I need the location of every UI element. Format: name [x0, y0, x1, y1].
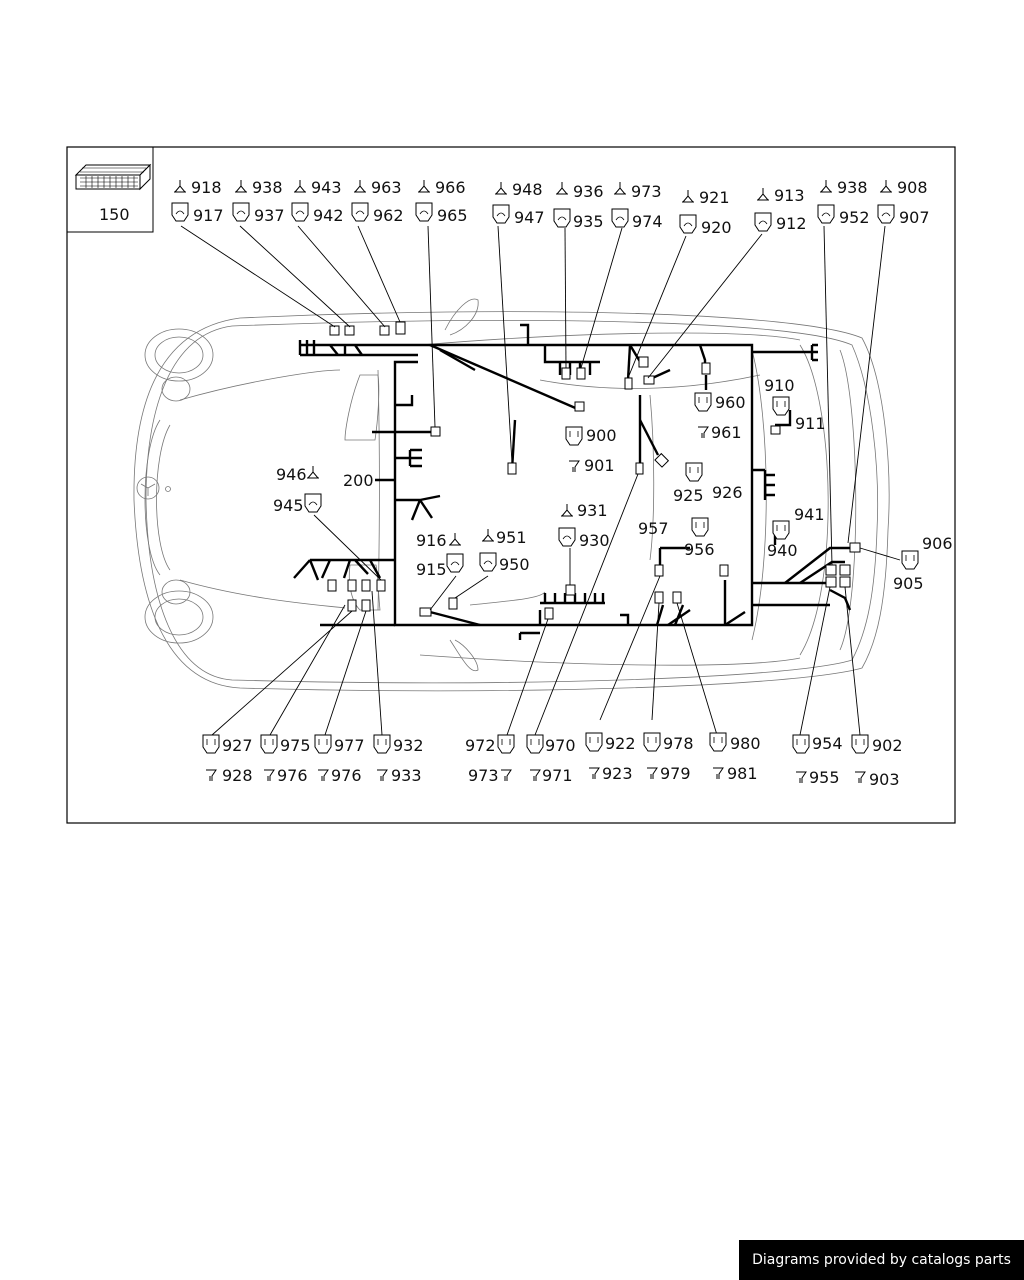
- label-908: 908: [897, 178, 928, 197]
- label-902: 902: [872, 736, 903, 755]
- label-946: 946: [276, 465, 307, 484]
- label-957: 957: [638, 519, 669, 538]
- leader-lines: [180, 225, 901, 736]
- credit-banner: Diagrams provided by catalogs parts: [739, 1240, 1024, 1280]
- label-925: 925: [673, 486, 704, 505]
- label-976-b: 976: [331, 766, 362, 785]
- label-918: 918: [191, 178, 222, 197]
- label-978: 978: [663, 734, 694, 753]
- label-980: 980: [730, 734, 761, 753]
- label-923: 923: [602, 764, 633, 783]
- label-942: 942: [313, 206, 344, 225]
- label-906: 906: [922, 534, 953, 553]
- fuse-block-icon: [74, 163, 152, 191]
- label-974: 974: [632, 212, 663, 231]
- label-952: 952: [839, 208, 870, 227]
- label-935: 935: [573, 212, 604, 231]
- label-972: 972: [465, 736, 496, 755]
- label-979: 979: [660, 764, 691, 783]
- label-956: 956: [684, 540, 715, 559]
- label-200: 200: [343, 471, 374, 490]
- car-outline: [133, 298, 890, 692]
- label-947: 947: [514, 208, 545, 227]
- ref-box: [66, 146, 154, 233]
- label-965: 965: [437, 206, 468, 225]
- label-900: 900: [586, 426, 617, 445]
- label-971: 971: [542, 766, 573, 785]
- label-921: 921: [699, 188, 730, 207]
- diagram-frame: [66, 146, 956, 824]
- label-941: 941: [794, 505, 825, 524]
- label-936: 936: [573, 182, 604, 201]
- label-970: 970: [545, 736, 576, 755]
- label-920: 920: [701, 218, 732, 237]
- label-981: 981: [727, 764, 758, 783]
- harness-connectors: [327, 321, 861, 620]
- label-917: 917: [193, 206, 224, 225]
- label-910: 910: [764, 376, 795, 395]
- label-960: 960: [715, 393, 746, 412]
- label-926: 926: [712, 483, 743, 502]
- label-928: 928: [222, 766, 253, 785]
- label-973-bottom: 973: [468, 766, 499, 785]
- label-954: 954: [812, 734, 843, 753]
- label-938: 938: [252, 178, 283, 197]
- label-922: 922: [605, 734, 636, 753]
- label-930: 930: [579, 531, 610, 550]
- label-950: 950: [499, 555, 530, 574]
- label-907: 907: [899, 208, 930, 227]
- label-962: 962: [373, 206, 404, 225]
- label-955: 955: [809, 768, 840, 787]
- label-940: 940: [767, 541, 798, 560]
- label-913: 913: [774, 186, 805, 205]
- ref-box-label: 150: [99, 205, 130, 224]
- label-931: 931: [577, 501, 608, 520]
- label-963: 963: [371, 178, 402, 197]
- label-937: 937: [254, 206, 285, 225]
- label-951: 951: [496, 528, 527, 547]
- label-927: 927: [222, 736, 253, 755]
- label-976-a: 976: [277, 766, 308, 785]
- label-915: 915: [416, 560, 447, 579]
- credit-text: Diagrams provided by catalogs parts: [752, 1252, 1011, 1268]
- label-911: 911: [795, 414, 826, 433]
- label-938-right: 938: [837, 178, 868, 197]
- label-943: 943: [311, 178, 342, 197]
- label-945: 945: [273, 496, 304, 515]
- label-932: 932: [393, 736, 424, 755]
- label-961: 961: [711, 423, 742, 442]
- label-977: 977: [334, 736, 365, 755]
- part-number-labels: 200 918 917 938 937 943 942 963 962 966 …: [191, 178, 953, 789]
- label-933: 933: [391, 766, 422, 785]
- label-903: 903: [869, 770, 900, 789]
- label-966: 966: [435, 178, 466, 197]
- label-973-top: 973: [631, 182, 662, 201]
- label-975: 975: [280, 736, 311, 755]
- label-905: 905: [893, 574, 924, 593]
- harness-wires: [293, 323, 852, 640]
- label-901: 901: [584, 456, 615, 475]
- label-948: 948: [512, 180, 543, 199]
- label-916: 916: [416, 531, 447, 550]
- label-912: 912: [776, 214, 807, 233]
